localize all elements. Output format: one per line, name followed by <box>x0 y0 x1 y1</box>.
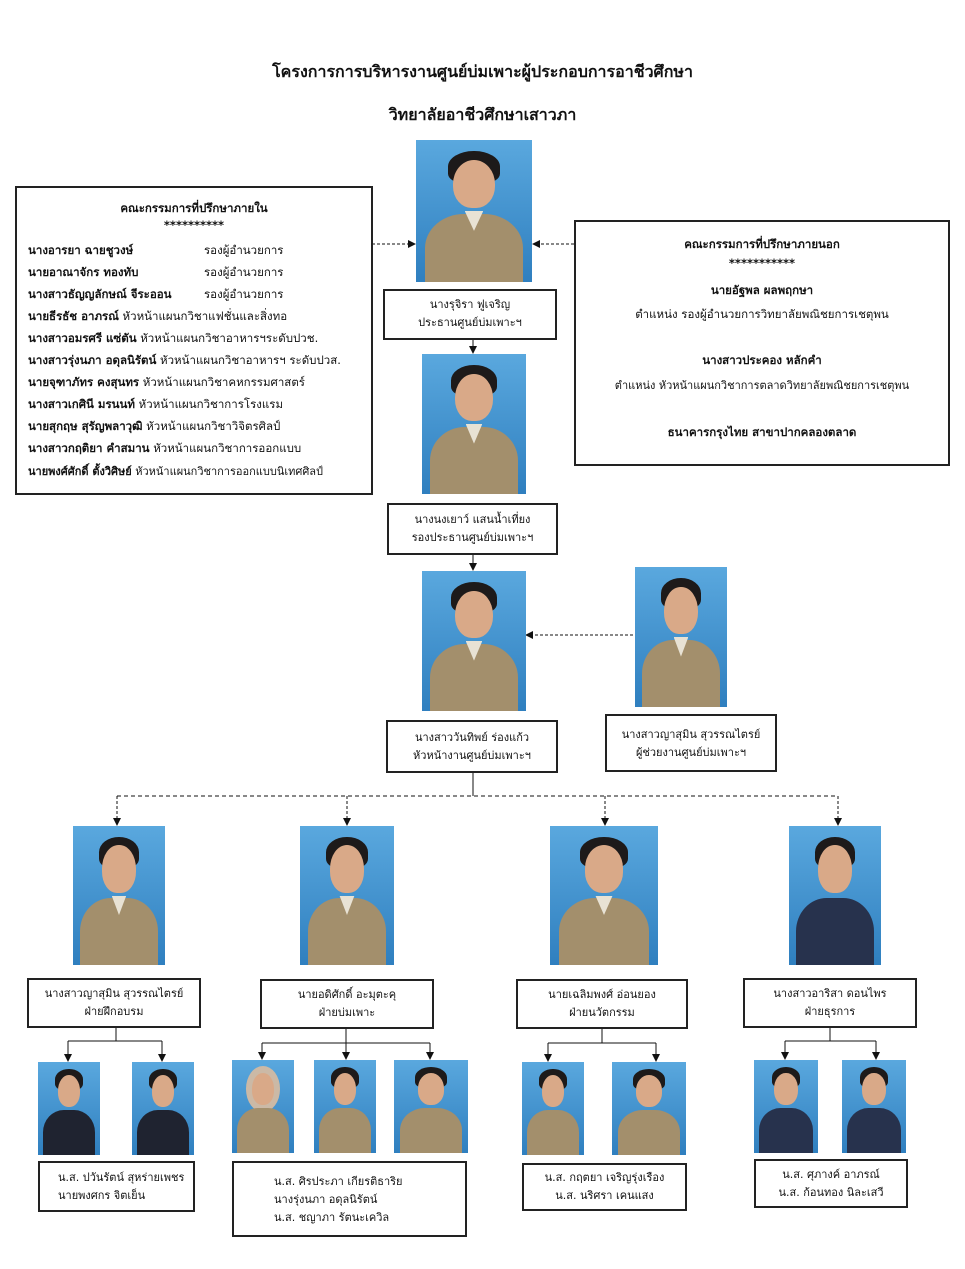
internal-committee-stars: ********** <box>163 218 225 232</box>
member-name: นางสาวเกศินี มรนนท์ <box>28 397 135 411</box>
division-innovation-box: นายเฉลิมพงศ์ อ่อนยอง ฝ่ายนวัตกรรม <box>516 979 688 1029</box>
member-photo <box>754 1060 818 1153</box>
member-row: นางสาวรุ่งนภา อดุลนิรัตน์ หัวหน้าแผนกวิช… <box>28 352 341 370</box>
member-role: หัวหน้าแผนกวิชาการออกแบบนิเทศศิลป์ <box>135 465 324 478</box>
division-incubation-photo <box>300 826 394 965</box>
external-person-name: นางสาวประคอง หลักคำ <box>702 353 822 367</box>
assistant-name: นางสาวญาสุมิน สุวรรณไตรย์ <box>621 728 761 741</box>
member-photo <box>394 1060 468 1153</box>
division-admin-box: นางสาวอาริสา ดอนไพร ฝ่ายธุรการ <box>743 978 917 1028</box>
member-row: นายพงศ์ศักดิ์ ตั้งวิศิษย์ หัวหน้าแผนกวิช… <box>28 462 323 480</box>
member-name: นางสาวกฤติยา คำสมาน <box>28 441 150 455</box>
external-committee-panel: คณะกรรมการที่ปรึกษาภายนอก *********** นา… <box>574 220 950 466</box>
division-head-name: นายอดิศักดิ์ อะมุตะคุ <box>297 988 397 1001</box>
division-role: ฝ่ายธุรการ <box>804 1005 856 1018</box>
head-box: นางสาววันทิพย์ ร่องแก้ว หัวหน้างานศูนย์บ… <box>386 720 558 773</box>
member-name: นางรุ่งนภา อดุลนิรัตน์ <box>274 1193 378 1206</box>
division-incubation-members: น.ส. ศิรประภา เกียรติธาริย นางรุ่งนภา อด… <box>232 1161 467 1237</box>
member-name: นางอารยา ฉายชูวงษ์ <box>28 243 134 257</box>
member-row: นางสาวอมรศรี แซ่ตัน หัวหน้าแผนกวิชาอาหาร… <box>28 330 318 348</box>
member-role: หัวหน้าแผนกวิชาอาหารฯ ระดับปวส. <box>160 353 341 367</box>
external-person-role: ตำแหน่ง รองผู้อำนวยการวิทยาลัยพณิชยการเช… <box>635 307 889 321</box>
member-name: นายพงศ์ศักดิ์ ตั้งวิศิษย์ <box>28 465 132 478</box>
member-name: นางสาวรุ่งนภา อดุลนิรัตน์ <box>28 353 157 367</box>
external-person-name: นายอัฐพล ผลพฤกษา <box>710 283 814 297</box>
assistant-photo <box>635 567 727 707</box>
member-row: นายธีรธัช อาภรณ์ หัวหน้าแผนกวิชาแฟชั่นแล… <box>28 308 287 326</box>
member-photo <box>842 1060 906 1153</box>
member-name: น.ส. ชญาภา รัตนะเควิล <box>274 1211 390 1224</box>
member-row: นายสุกฤษ สุรัญพลาวุฒิ หัวหน้าแผนกวิชาวิจ… <box>28 418 280 436</box>
member-row: นางสาวเกศินี มรนนท์ หัวหน้าแผนกวิชาการโร… <box>28 396 283 414</box>
head-photo <box>422 571 526 711</box>
member-name: นางสาวอมรศรี แซ่ตัน <box>28 331 137 345</box>
member-role: หัวหน้าแผนกวิชาแฟชั่นและสิ่งทอ <box>122 309 288 323</box>
member-name: นายจุฑาภัทร คงสุนทร <box>28 375 140 389</box>
member-row: นางสาวกฤติยา คำสมาน หัวหน้าแผนกวิชาการออ… <box>28 440 301 458</box>
assistant-role: ผู้ช่วยงานศูนย์บ่มเพาะฯ <box>635 746 747 759</box>
member-photo <box>232 1060 294 1153</box>
division-innovation-members: น.ส. กฤตยา เจริญรุ่งเรือง น.ส. นริศรา เค… <box>522 1163 687 1211</box>
member-name: น.ส. ปวันรัตน์ สุหร่ายเพชร <box>58 1171 185 1184</box>
division-head-name: นายเฉลิมพงศ์ อ่อนยอง <box>548 988 656 1001</box>
external-bank: ธนาคารกรุงไทย สาขาปากคลองตลาด <box>667 425 857 439</box>
head-name: นางสาววันทิพย์ ร่องแก้ว <box>414 731 530 744</box>
division-head-name: นางสาวอาริสา ดอนไพร <box>773 987 887 1000</box>
member-name: นายสุกฤษ สุรัญพลาวุฒิ <box>28 419 143 433</box>
division-admin-members: น.ส. ศุภางค์ อาภรณ์ น.ส. ก้อนทอง นิละเสว… <box>754 1159 908 1208</box>
member-photo <box>314 1060 376 1153</box>
division-training-members: น.ส. ปวันรัตน์ สุหร่ายเพชร นายพงศกร จิตเ… <box>38 1161 195 1212</box>
external-person-role: ตำแหน่ง หัวหน้าแผนกวิชาการตลาดวิทยาลัยพณ… <box>614 379 910 392</box>
division-head-name: นางสาวญาสุมิน สุวรรณไตรย์ <box>44 987 184 1000</box>
member-name: น.ส. กฤตยา เจริญรุ่งเรือง <box>544 1171 665 1184</box>
member-role: หัวหน้าแผนกวิชาวิจิตรศิลป์ <box>146 419 281 433</box>
member-name: นายพงศกร จิตเย็น <box>58 1189 146 1202</box>
member-role: รองผู้อำนวยการ <box>204 287 284 301</box>
vice-chair-box: นางนงเยาว์ แสนน้ำเที่ยง รองประธานศูนย์บ่… <box>387 503 558 555</box>
member-photo <box>612 1062 686 1155</box>
internal-committee-heading: คณะกรรมการที่ปรึกษาภายใน <box>120 201 268 215</box>
division-training-box: นางสาวญาสุมิน สุวรรณไตรย์ ฝ่ายฝึกอบรม <box>27 978 201 1028</box>
member-name: น.ส. นริศรา เคนแสง <box>555 1189 654 1202</box>
chair-name: นางรุจิรา ฟูเจริญ <box>429 298 511 311</box>
member-role: หัวหน้าแผนกวิชาการโรงแรม <box>138 397 284 411</box>
member-name: น.ส. ก้อนทอง นิละเสวี <box>778 1186 884 1199</box>
member-name: นายธีรธัช อาภรณ์ <box>28 309 119 323</box>
division-innovation-photo <box>550 826 658 965</box>
member-photo <box>132 1062 194 1155</box>
page-subtitle: วิทยาลัยอาชีวศึกษาเสาวภา <box>388 105 577 124</box>
external-committee-heading: คณะกรรมการที่ปรึกษาภายนอก <box>684 237 840 251</box>
member-photo <box>38 1062 100 1155</box>
chair-box: นางรุจิรา ฟูเจริญ ประธานศูนย์บ่มเพาะฯ <box>383 289 557 340</box>
member-name: นางสาวธัญญลักษณ์ จีระออน <box>28 287 172 301</box>
head-role: หัวหน้างานศูนย์บ่มเพาะฯ <box>413 749 531 762</box>
member-name: น.ส. ศิรประภา เกียรติธาริย <box>274 1175 403 1188</box>
division-role: ฝ่ายบ่มเพาะ <box>318 1006 376 1019</box>
assistant-box: นางสาวญาสุมิน สุวรรณไตรย์ ผู้ช่วยงานศูนย… <box>605 714 777 772</box>
member-role: รองผู้อำนวยการ <box>204 243 284 257</box>
member-photo <box>522 1062 584 1155</box>
member-row: นายจุฑาภัทร คงสุนทร หัวหน้าแผนกวิชาคหกรร… <box>28 374 305 392</box>
vice-chair-name: นางนงเยาว์ แสนน้ำเที่ยง <box>414 513 531 526</box>
chair-photo <box>416 140 532 282</box>
chair-role: ประธานศูนย์บ่มเพาะฯ <box>418 316 522 329</box>
vice-chair-role: รองประธานศูนย์บ่มเพาะฯ <box>411 531 534 544</box>
member-name: น.ส. ศุภางค์ อาภรณ์ <box>782 1168 880 1181</box>
internal-committee-panel: คณะกรรมการที่ปรึกษาภายใน ********** นางอ… <box>15 186 373 495</box>
division-role: ฝ่ายนวัตกรรม <box>569 1006 635 1019</box>
member-role: หัวหน้าแผนกวิชาคหกรรมศาสตร์ <box>142 375 305 389</box>
division-training-photo <box>73 826 165 965</box>
vice-chair-photo <box>422 354 526 494</box>
member-role: หัวหน้าแผนกวิชาการออกแบบ <box>153 441 302 455</box>
member-name: นายอาณาจักร ทองทับ <box>28 265 139 279</box>
division-admin-photo <box>789 826 881 965</box>
page-title: โครงการการบริหารงานศูนย์บ่มเพาะผู้ประกอบ… <box>272 62 693 81</box>
division-incubation-box: นายอดิศักดิ์ อะมุตะคุ ฝ่ายบ่มเพาะ <box>260 979 434 1029</box>
member-role: รองผู้อำนวยการ <box>204 265 284 279</box>
division-role: ฝ่ายฝึกอบรม <box>84 1005 144 1018</box>
member-role: หัวหน้าแผนกวิชาอาหารฯระดับปวช. <box>140 331 319 345</box>
external-committee-stars: *********** <box>728 256 796 270</box>
